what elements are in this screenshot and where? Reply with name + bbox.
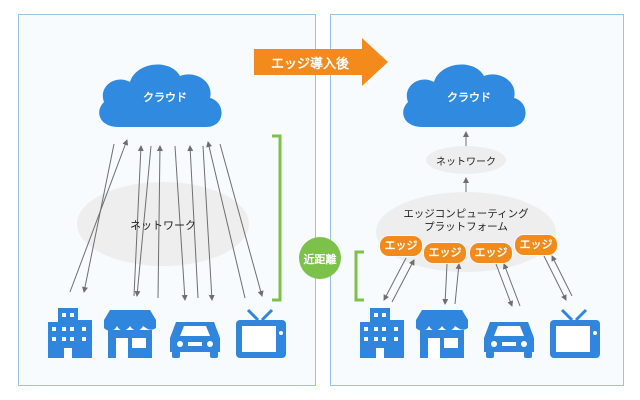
store-icon xyxy=(104,310,156,358)
platform-label-line2: プラットフォーム xyxy=(424,221,508,233)
distance-bracket xyxy=(354,250,364,302)
edge-chip: エッジ xyxy=(470,243,512,263)
cloud-icon xyxy=(99,64,222,127)
platform-label-line1: エッジコンピューティング xyxy=(403,208,529,220)
cloud-icon xyxy=(403,64,526,127)
cloud-label: クラウド xyxy=(143,91,187,104)
distance-bracket xyxy=(272,134,282,302)
edge-chip: エッジ xyxy=(380,236,422,256)
building-icon xyxy=(48,308,92,358)
data-flow-arrows xyxy=(69,139,264,301)
tv-icon xyxy=(236,308,286,358)
car-icon xyxy=(170,322,220,358)
edge-chip: エッジ xyxy=(424,243,466,263)
tv-icon xyxy=(550,308,600,358)
building-icon xyxy=(360,308,404,358)
edge-device-arrows xyxy=(383,255,573,307)
transition-label: エッジ導入後 xyxy=(270,57,349,72)
edge-chip: エッジ xyxy=(515,235,557,255)
proximity-badge xyxy=(299,237,341,279)
car-icon xyxy=(484,322,534,358)
proximity-label: 近距離 xyxy=(303,253,337,266)
store-icon xyxy=(416,310,468,358)
network-ellipse xyxy=(426,146,506,174)
network-label: ネットワーク xyxy=(436,157,496,168)
cloud-label: クラウド xyxy=(447,91,491,104)
transition-arrow xyxy=(254,38,388,86)
network-label: ネットワーク xyxy=(130,219,196,232)
